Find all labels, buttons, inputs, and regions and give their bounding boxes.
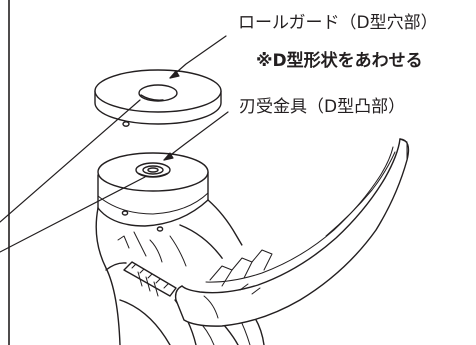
leader-lines bbox=[0, 35, 229, 253]
shaver-head-body bbox=[95, 152, 265, 345]
roll-guard-label: ロールガード（D型穴部） bbox=[238, 13, 438, 33]
roll-guard-ring bbox=[94, 69, 222, 127]
blade-fitting-label: 刃受金具（D型凸部） bbox=[239, 97, 406, 117]
blade-guard-arm bbox=[174, 138, 410, 327]
alignment-note: ※D型形状をあわせる bbox=[256, 51, 423, 71]
